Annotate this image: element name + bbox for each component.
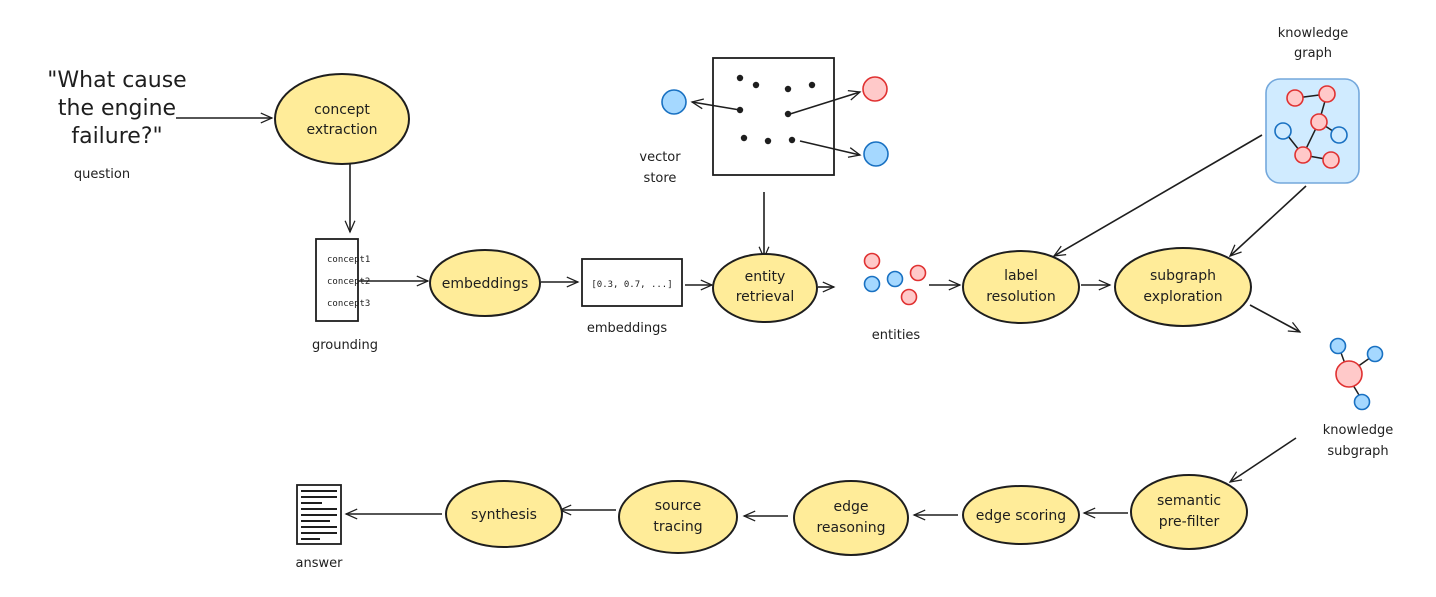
embedding-vector-artifact[interactable]: [0.3, 0.7, ...] embeddings <box>581 258 683 336</box>
embedding-vector-box <box>581 258 683 307</box>
knowledge-subgraph-caption: subgraph <box>1327 444 1388 459</box>
node-edge-reasoning[interactable]: edge reasoning <box>793 480 909 556</box>
kg-node-blue <box>1330 126 1348 144</box>
node-edge-scoring[interactable]: edge scoring <box>962 485 1080 545</box>
subgraph-node-blue <box>1366 345 1384 363</box>
node-semantic-prefilter[interactable]: semantic pre-filter <box>1130 474 1248 550</box>
kg-node-red <box>1294 146 1312 164</box>
node-label: reasoning <box>816 520 885 536</box>
vector-points <box>736 74 816 145</box>
embedding-vector-value: [0.3, 0.7, ...] <box>591 280 672 290</box>
node-label: semantic <box>1157 493 1221 509</box>
vector-point <box>736 74 744 82</box>
vector-point <box>740 134 748 142</box>
vector-store[interactable]: vector store <box>639 57 889 186</box>
vector-store-box <box>712 57 835 176</box>
edge-knowledge-graph-to-subgraph-exploration <box>1230 185 1307 256</box>
node-label: embeddings <box>442 276 528 292</box>
node-synthesis[interactable]: synthesis <box>445 480 563 548</box>
node-label: exploration <box>1143 289 1222 305</box>
question-line-1: "What cause <box>47 68 186 93</box>
question-block: "What cause the engine failure?" questio… <box>47 68 186 182</box>
vector-point <box>784 110 792 118</box>
node-label: entity <box>745 269 786 285</box>
entities-cluster[interactable]: entities <box>863 252 927 344</box>
question-line-3: failure?" <box>71 124 162 149</box>
vector-store-caption: vector <box>639 150 681 165</box>
node-label: tracing <box>653 519 702 535</box>
grounding-caption: grounding <box>312 338 378 353</box>
answer-document[interactable]: answer <box>296 484 344 571</box>
node-label: resolution <box>986 289 1056 305</box>
embedding-vector-caption: embeddings <box>587 321 668 336</box>
kg-node-red <box>1318 85 1336 103</box>
node-label: source <box>655 498 702 514</box>
vector-point <box>784 85 792 93</box>
node-label: extraction <box>307 122 378 138</box>
vector-arrow <box>789 92 860 115</box>
grounding-item: concept2 <box>327 277 370 287</box>
vector-point <box>764 137 772 145</box>
node-source-tracing[interactable]: source tracing <box>618 480 738 554</box>
entities-caption: entities <box>872 328 921 343</box>
entity-red <box>900 288 918 306</box>
entity-blue <box>863 275 881 293</box>
answer-caption: answer <box>296 556 344 571</box>
node-label: edge <box>834 499 869 515</box>
edge-knowledge-graph-to-label-resolution <box>1054 134 1263 256</box>
node-label: synthesis <box>471 507 537 523</box>
knowledge-graph-caption: graph <box>1294 46 1332 61</box>
entity-red <box>863 252 881 270</box>
node-label: retrieval <box>736 289 795 305</box>
grounding-artifact[interactable]: concept1 concept2 concept3 grounding <box>312 238 378 353</box>
knowledge-graph-caption: knowledge <box>1278 26 1348 41</box>
vector-arrow <box>692 102 741 111</box>
vector-point <box>788 136 796 144</box>
vector-result-blue <box>661 89 687 115</box>
vector-result-blue <box>863 141 889 167</box>
vector-result-red <box>862 76 888 102</box>
node-concept-extraction[interactable]: concept extraction <box>274 73 410 165</box>
node-subgraph-exploration[interactable]: subgraph exploration <box>1114 247 1252 327</box>
kg-node-red <box>1310 113 1328 131</box>
node-entity-retrieval[interactable]: entity retrieval <box>712 253 818 323</box>
node-label-resolution[interactable]: label resolution <box>962 250 1080 324</box>
node-label: pre-filter <box>1159 514 1220 530</box>
vector-store-caption: store <box>644 171 677 186</box>
node-label: label <box>1004 268 1038 284</box>
subgraph-node-red <box>1335 360 1363 388</box>
document-lines <box>301 490 337 540</box>
grounding-item: concept3 <box>327 299 370 309</box>
edges <box>176 118 1307 516</box>
node-embeddings[interactable]: embeddings <box>429 249 541 317</box>
question-line-2: the engine <box>58 96 176 121</box>
node-label: concept <box>314 102 370 118</box>
edge-subgraph-exploration-to-knowledge-subgraph <box>1249 304 1300 332</box>
vector-point <box>752 81 760 89</box>
grounding-item: concept1 <box>327 255 370 265</box>
kg-node-red <box>1286 89 1304 107</box>
subgraph-node-blue <box>1329 337 1347 355</box>
kg-node-red <box>1322 151 1340 169</box>
knowledge-subgraph[interactable]: knowledge subgraph <box>1323 337 1393 460</box>
kg-node-blue <box>1274 122 1292 140</box>
knowledge-subgraph-caption: knowledge <box>1323 423 1393 438</box>
vector-arrow <box>799 140 860 155</box>
knowledge-graph[interactable]: knowledge graph <box>1265 26 1360 184</box>
entity-blue <box>886 270 904 288</box>
entity-red <box>909 264 927 282</box>
edge-knowledge-subgraph-to-semantic-prefilter <box>1230 437 1297 482</box>
subgraph-node-blue <box>1353 393 1371 411</box>
node-label: subgraph <box>1150 268 1216 284</box>
node-label: edge scoring <box>976 508 1066 524</box>
vector-point <box>808 81 816 89</box>
question-caption: question <box>74 167 130 182</box>
grounding-box <box>315 238 359 322</box>
